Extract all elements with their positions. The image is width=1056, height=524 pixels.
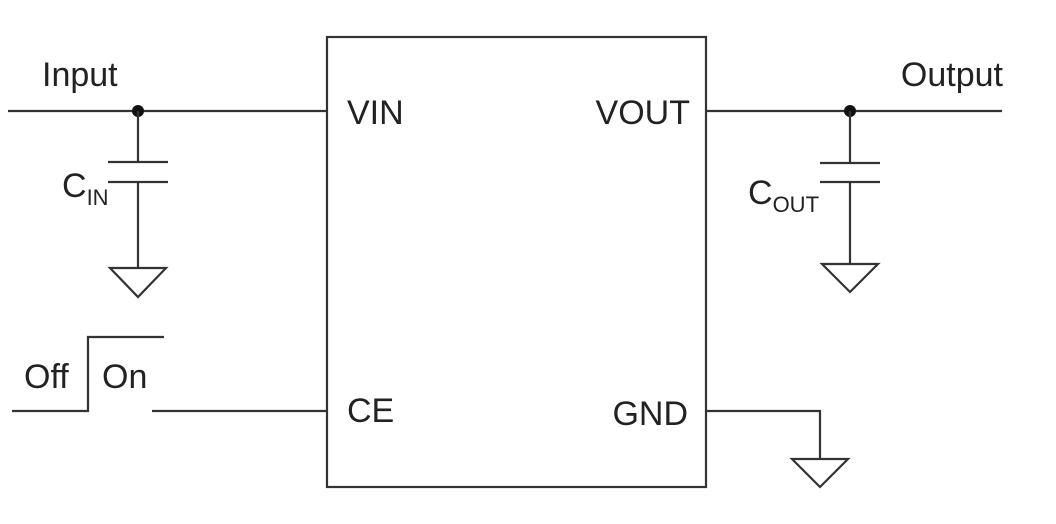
ic-body [325,35,708,489]
gnd-ground-icon [789,457,851,489]
pin-vin-label: VIN [347,94,404,132]
switch-on-label: On [102,358,147,396]
cout-label: COUT [748,174,819,217]
cin-label: CIN [62,167,109,210]
cin-ground-icon [107,266,169,299]
output-label: Output [901,56,1004,94]
gnd-wire [706,409,822,459]
input-label: Input [42,56,118,94]
switch-off-label: Off [24,358,69,396]
cout-ground-icon [819,262,881,294]
pin-ce-label: CE [347,392,394,430]
enable-step-signal [12,335,164,413]
pin-vout-label: VOUT [596,94,690,132]
pin-gnd-label: GND [612,395,688,433]
